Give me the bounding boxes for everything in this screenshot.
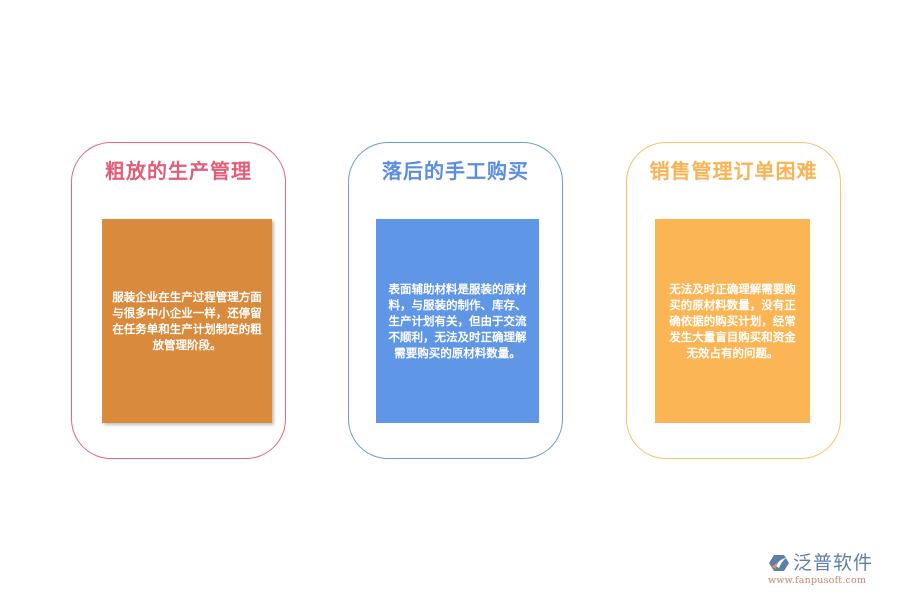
logo-brand-name: 泛普软件 (793, 552, 874, 574)
card-title: 销售管理订单困难 (649, 159, 818, 183)
card-title: 落后的手工购买 (382, 159, 529, 183)
fanpu-logo: 泛普软件 www.fanpusoft.com (768, 552, 896, 598)
card-description-box: 服装企业在生产过程管理方面与很多中小企业一样，还停留在任务单和生产计划制定的粗放… (102, 219, 272, 423)
card-title: 粗放的生产管理 (105, 159, 252, 183)
card-extensive-production-management: 粗放的生产管理 服装企业在生产过程管理方面与很多中小企业一样，还停留在任务单和生… (71, 142, 286, 459)
card-description: 表面辅助材料是服装的原材料，与服装的制作、库存、生产计划有关，但由于交流不顺利，… (388, 282, 527, 360)
card-description-box: 无法及时正确理解需要购买的原材料数量，没有正确依据的购买计划，经常发生大量盲目购… (655, 219, 810, 423)
card-sales-order-difficulty: 销售管理订单困难 无法及时正确理解需要购买的原材料数量，没有正确依据的购买计划，… (626, 142, 841, 459)
card-description-box: 表面辅助材料是服装的原材料，与服装的制作、库存、生产计划有关，但由于交流不顺利，… (376, 219, 539, 423)
card-description: 服装企业在生产过程管理方面与很多中小企业一样，还停留在任务单和生产计划制定的粗放… (112, 290, 262, 352)
card-manual-purchasing: 落后的手工购买 表面辅助材料是服装的原材料，与服装的制作、库存、生产计划有关，但… (348, 142, 563, 459)
fanpu-logo-icon (769, 555, 789, 571)
card-description: 无法及时正确理解需要购买的原材料数量，没有正确依据的购买计划，经常发生大量盲目购… (669, 282, 796, 360)
logo-url: www.fanpusoft.com (768, 575, 867, 586)
